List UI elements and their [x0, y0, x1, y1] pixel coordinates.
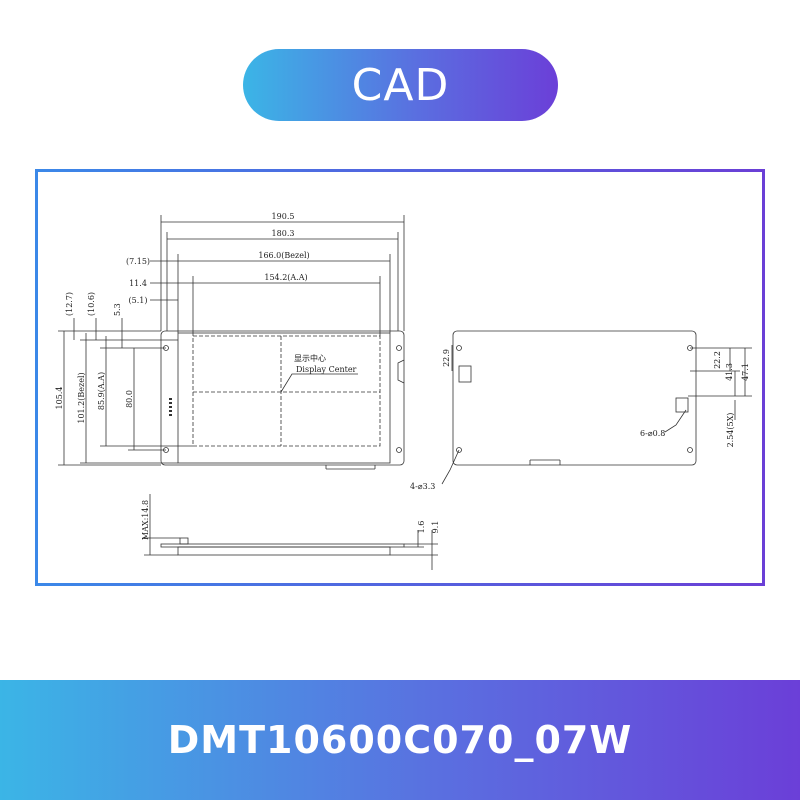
dim-text-127: (12.7) — [65, 292, 74, 316]
dim-text-80: 80.0 — [125, 390, 134, 408]
dim-text-106: (10.6) — [87, 292, 96, 316]
active-area-outline — [192, 335, 381, 447]
front-hole-tr — [396, 345, 402, 351]
dim-text-16: 1.6 — [417, 521, 426, 534]
pad-5 — [169, 414, 172, 416]
footer-banner: DMT10600C070_07W — [0, 680, 800, 800]
front-notch — [397, 359, 405, 384]
dim-text-51: (5.1) — [129, 296, 148, 305]
pad-2 — [169, 402, 172, 404]
mount-label: 4-⌀3.3 — [410, 482, 435, 491]
front-hole-br — [396, 447, 402, 453]
dim-text-180: 180.3 — [272, 229, 295, 238]
back-connector — [458, 365, 472, 383]
back-hole-bl — [456, 447, 462, 453]
model-name: DMT10600C070_07W — [167, 718, 633, 762]
dim-text-91: 9.1 — [431, 521, 440, 534]
back-hole-br — [687, 447, 693, 453]
dim-text-85: 85.9(A.A) — [97, 372, 106, 410]
hole-leader — [664, 409, 687, 433]
dim-text-254: 2.54(5X) — [726, 413, 735, 448]
pad-3 — [169, 406, 172, 408]
dim-text-190: 190.5 — [272, 212, 295, 221]
dim-text-114: 11.4 — [129, 279, 147, 288]
back-board-outline — [452, 330, 697, 466]
dim-text-229: 22.9 — [442, 349, 451, 367]
dim-text-101: 101.2(Bezel) — [77, 372, 86, 423]
dim-text-471: 47.1 — [741, 363, 750, 381]
pad-1 — [169, 398, 172, 400]
display-center-leader — [280, 373, 358, 393]
dim-text-413: 41.3 — [725, 363, 734, 381]
cad-title-pill: CAD — [243, 49, 558, 121]
cad-title: CAD — [351, 59, 450, 111]
dim-text-222: 22.2 — [713, 351, 722, 369]
side-connector — [179, 537, 189, 545]
display-center-cn: 显示中心 — [294, 353, 326, 363]
front-bezel-outline — [177, 332, 391, 464]
display-center-en: Display Center — [296, 365, 357, 374]
hole-label: 6-⌀0.8 — [640, 429, 665, 438]
dim-text-148: MAX:14.8 — [141, 500, 150, 540]
drawing-frame — [35, 169, 765, 586]
dim-text-105: 105.4 — [55, 387, 64, 410]
dim-text-166: 166.0(Bezel) — [258, 251, 309, 260]
mount-leader — [441, 449, 460, 485]
pad-4 — [169, 410, 172, 412]
back-header — [675, 397, 689, 413]
side-panel — [177, 546, 391, 556]
side-board — [160, 543, 405, 548]
front-board-outline — [160, 330, 405, 466]
dim-text-715: (7.15) — [126, 257, 150, 266]
back-hole-tl — [456, 345, 462, 351]
dim-text-53: 5.3 — [113, 303, 122, 316]
dim-text-154: 154.2(A.A) — [264, 273, 307, 282]
